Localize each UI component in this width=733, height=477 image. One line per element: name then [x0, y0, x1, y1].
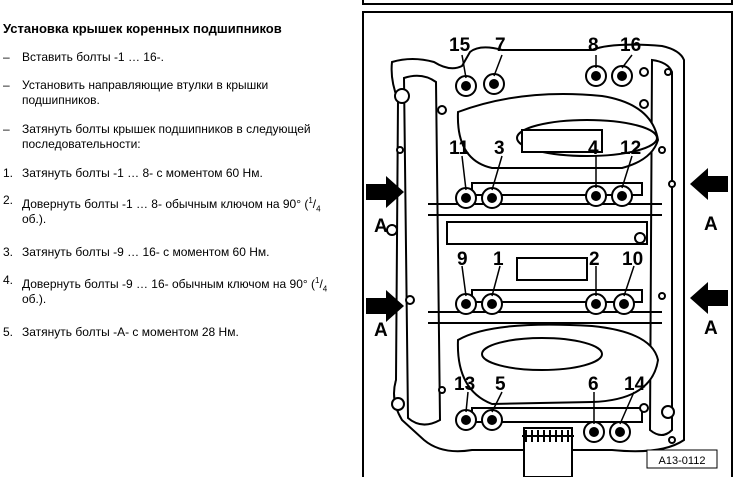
arrow-right-icon — [366, 176, 404, 322]
step-text: Довернуть болты -9 … 16- обычным ключом … — [22, 276, 328, 307]
bolt-9 — [455, 293, 477, 315]
bolt-label: 6 — [588, 374, 599, 395]
side-label-a: A — [374, 216, 388, 237]
bolt-1 — [481, 293, 503, 315]
step-number: 4. — [3, 273, 14, 287]
bolt-label: 4 — [588, 138, 599, 159]
bolt-label: 14 — [624, 374, 646, 395]
bolt-12 — [611, 185, 633, 207]
arrow-left-icon — [690, 168, 728, 314]
step-text: Довернуть болты -1 … 8- обычным ключом н… — [22, 196, 321, 227]
crankshaft-bearing-diagram: 15 7 8 16 11 3 4 12 9 1 2 10 13 5 6 14 — [362, 0, 733, 477]
step-text: Затянуть болты -А- с моментом 28 Нм. — [22, 325, 239, 339]
bolt-label: 8 — [588, 35, 599, 56]
crankshaft — [446, 93, 660, 477]
bolt-label: 11 — [449, 138, 470, 159]
bolt-label: 10 — [622, 249, 643, 270]
bolt-label: 5 — [495, 374, 506, 395]
side-labels: A A A A — [374, 214, 718, 341]
bullet-dash: – — [3, 122, 10, 136]
bolt-label: 12 — [620, 138, 641, 159]
bullet-dash: – — [3, 50, 10, 64]
bolt-label: 13 — [454, 374, 475, 395]
bullet-text: Затянуть болты крышек подшипников в след… — [22, 122, 311, 151]
bolt-label: 9 — [457, 249, 468, 270]
figure-ref-box — [646, 449, 718, 469]
bolt-label: 7 — [495, 35, 506, 56]
bullet-text: Вставить болты -1 … 16-. — [22, 50, 164, 64]
instructions-column: Установка крышек коренных подшипников – … — [0, 0, 355, 477]
step-number: 5. — [3, 325, 14, 339]
side-label-a: A — [374, 320, 388, 341]
bolt-15 — [455, 75, 477, 97]
bolt-16 — [611, 65, 633, 87]
bolt-label: 3 — [494, 138, 505, 159]
bolt-7 — [483, 73, 505, 95]
bolt-10 — [613, 293, 635, 315]
step-text: Затянуть болты -9 … 16- с моментом 60 Нм… — [22, 245, 270, 259]
figure-frame — [362, 11, 733, 477]
bolt-label: 1 — [493, 249, 504, 270]
side-label-a: A — [704, 318, 718, 339]
bolt-8 — [585, 65, 607, 87]
bullet-text: Установить направляющие втулки в крышки … — [22, 78, 269, 107]
bullet-dash: – — [3, 78, 10, 92]
bolt-13 — [455, 409, 477, 431]
section-heading: Установка крышек коренных подшипников — [3, 21, 282, 36]
step-number: 1. — [3, 166, 14, 180]
bolt-3 — [481, 187, 503, 209]
bolt-label: 15 — [449, 35, 471, 56]
side-label-a: A — [704, 214, 718, 235]
bolt-2 — [585, 293, 607, 315]
bolt-5 — [481, 409, 503, 431]
previous-figure-frame — [362, 0, 733, 5]
bolt-11 — [455, 187, 477, 209]
step-number: 2. — [3, 193, 14, 207]
bolt-label: 16 — [620, 35, 641, 56]
gear-teeth — [522, 430, 574, 442]
block-holes — [386, 67, 676, 444]
bolt-label: 2 — [589, 249, 600, 270]
bolt-14 — [609, 421, 631, 443]
leader-lines — [461, 54, 635, 425]
bolt-6 — [583, 421, 605, 443]
bolt-4 — [585, 185, 607, 207]
step-text: Затянуть болты -1 … 8- с моментом 60 Нм. — [22, 166, 263, 180]
bolt-labels: 15 7 8 16 11 3 4 12 9 1 2 10 13 5 6 14 — [449, 35, 646, 395]
step-number: 3. — [3, 245, 14, 259]
figure-ref-code: A13-0112 — [659, 455, 706, 467]
